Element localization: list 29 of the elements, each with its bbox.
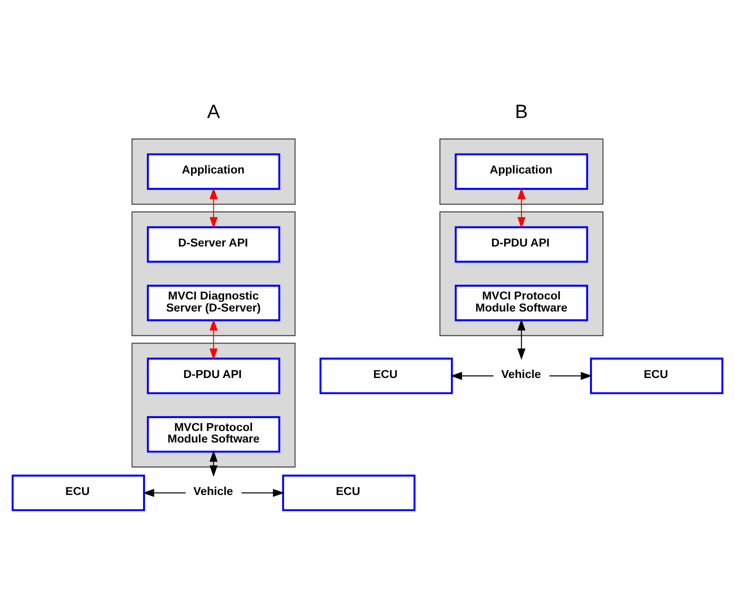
node-box: D-PDU API [146,357,280,394]
node-box: ECU [320,357,453,394]
label: B [515,101,528,122]
arrow [517,187,526,228]
node-box: MVCI Diagnostic Server (D-Server) [146,284,280,321]
arrow [517,318,526,360]
node-box: ECU [590,357,724,394]
arrow [142,488,186,496]
arrow [210,318,218,360]
arrow [210,450,218,476]
node-box: MVCI Protocol Module Software [454,284,588,321]
arrow [210,187,218,228]
node-box: Application [454,152,588,190]
node-box: MVCI Protocol Module Software [146,416,280,452]
node-text: Vehicle [501,368,541,380]
node-box: Application [146,152,280,190]
label: A [207,101,220,122]
node-box: D-PDU API [454,226,588,262]
node-box: ECU [12,474,145,511]
node-box: D-Server API [146,226,280,262]
node-text: Vehicle [193,485,234,498]
arrow [241,488,284,496]
node-box: ECU [282,474,416,511]
cluster [439,210,604,336]
cluster [132,210,296,336]
cluster [132,138,296,204]
arrow [548,371,592,380]
arrow [450,371,494,380]
cluster [439,138,604,204]
